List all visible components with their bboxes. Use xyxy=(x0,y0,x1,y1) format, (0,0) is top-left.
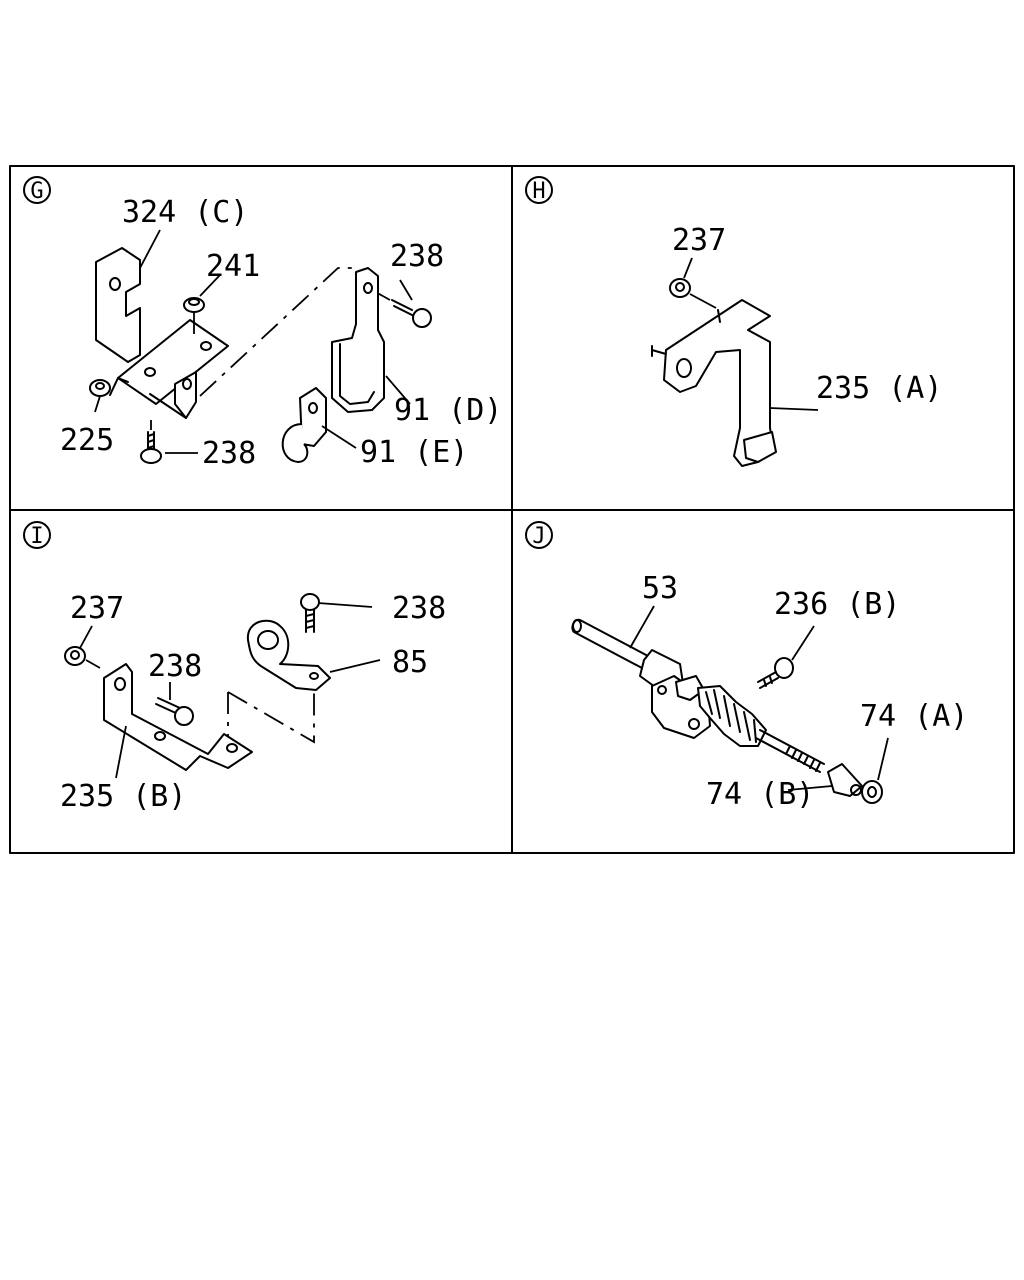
label-238-bracket: 238 xyxy=(148,649,202,684)
nut-74a xyxy=(861,780,883,804)
section-marker-j: J xyxy=(525,521,553,549)
label-225: 225 xyxy=(60,423,114,458)
panel-i: I xyxy=(23,521,446,814)
panel-j: J xyxy=(525,521,968,812)
bolt-238-bracket xyxy=(155,697,194,726)
section-marker-g: G xyxy=(23,176,51,204)
svg-text:G: G xyxy=(30,179,43,204)
panel-frame xyxy=(9,165,1015,854)
sleeve-74b xyxy=(827,763,863,797)
bolt-238-upper xyxy=(371,289,432,328)
label-241: 241 xyxy=(206,249,260,284)
label-91d: 91 (D) xyxy=(394,393,502,428)
clamp-85 xyxy=(246,619,331,691)
label-53: 53 xyxy=(642,571,678,606)
bracket-235a xyxy=(651,299,777,467)
label-85: 85 xyxy=(392,645,428,680)
section-marker-i: I xyxy=(23,521,51,549)
bolt-238-lower xyxy=(140,420,162,464)
section-marker-h: H xyxy=(525,176,553,204)
label-91e: 91 (E) xyxy=(360,435,468,470)
bracket-324c xyxy=(95,247,229,419)
label-324c: 324 (C) xyxy=(122,195,248,230)
panel-g: G xyxy=(23,176,502,471)
label-235b: 235 (B) xyxy=(60,779,186,814)
label-235a: 235 (A) xyxy=(816,371,942,406)
label-238-lower: 238 xyxy=(202,436,256,471)
label-238-clamp: 238 xyxy=(392,591,446,626)
nut-241 xyxy=(183,297,205,334)
clip-91e xyxy=(281,387,327,463)
bracket-91d xyxy=(331,267,385,413)
nut-237-h xyxy=(669,278,717,309)
nut-237-i xyxy=(64,646,101,669)
label-236b: 236 (B) xyxy=(774,587,900,622)
nut-225 xyxy=(89,379,111,397)
bolt-236b xyxy=(757,657,794,689)
panel-h: H 237 235 (A) xyxy=(525,176,942,467)
label-237-i: 237 xyxy=(70,591,124,626)
label-238-upper: 238 xyxy=(390,239,444,274)
label-74a: 74 (A) xyxy=(860,699,968,734)
svg-text:I: I xyxy=(30,524,43,549)
svg-text:J: J xyxy=(532,524,545,549)
svg-text:H: H xyxy=(532,179,545,204)
cable-53 xyxy=(571,618,825,773)
label-74b: 74 (B) xyxy=(706,777,814,812)
label-237-h: 237 xyxy=(672,223,726,258)
bracket-235b xyxy=(103,663,253,771)
bolt-238-clamp xyxy=(300,593,320,633)
